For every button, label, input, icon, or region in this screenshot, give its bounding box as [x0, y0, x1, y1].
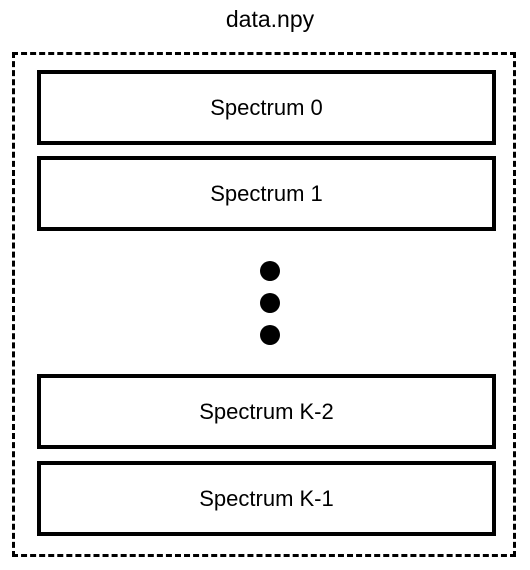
ellipsis-dot-icon [260, 261, 280, 281]
spectrum-box-k-2: Spectrum K-2 [37, 374, 496, 449]
file-name-title: data.npy [225, 6, 315, 32]
file-container [12, 52, 516, 557]
ellipsis-dot-icon [260, 325, 280, 345]
spectrum-box-1: Spectrum 1 [37, 156, 496, 231]
ellipsis-dot-icon [260, 293, 280, 313]
spectrum-box-k-1: Spectrum K-1 [37, 461, 496, 536]
spectrum-box-0: Spectrum 0 [37, 70, 496, 145]
